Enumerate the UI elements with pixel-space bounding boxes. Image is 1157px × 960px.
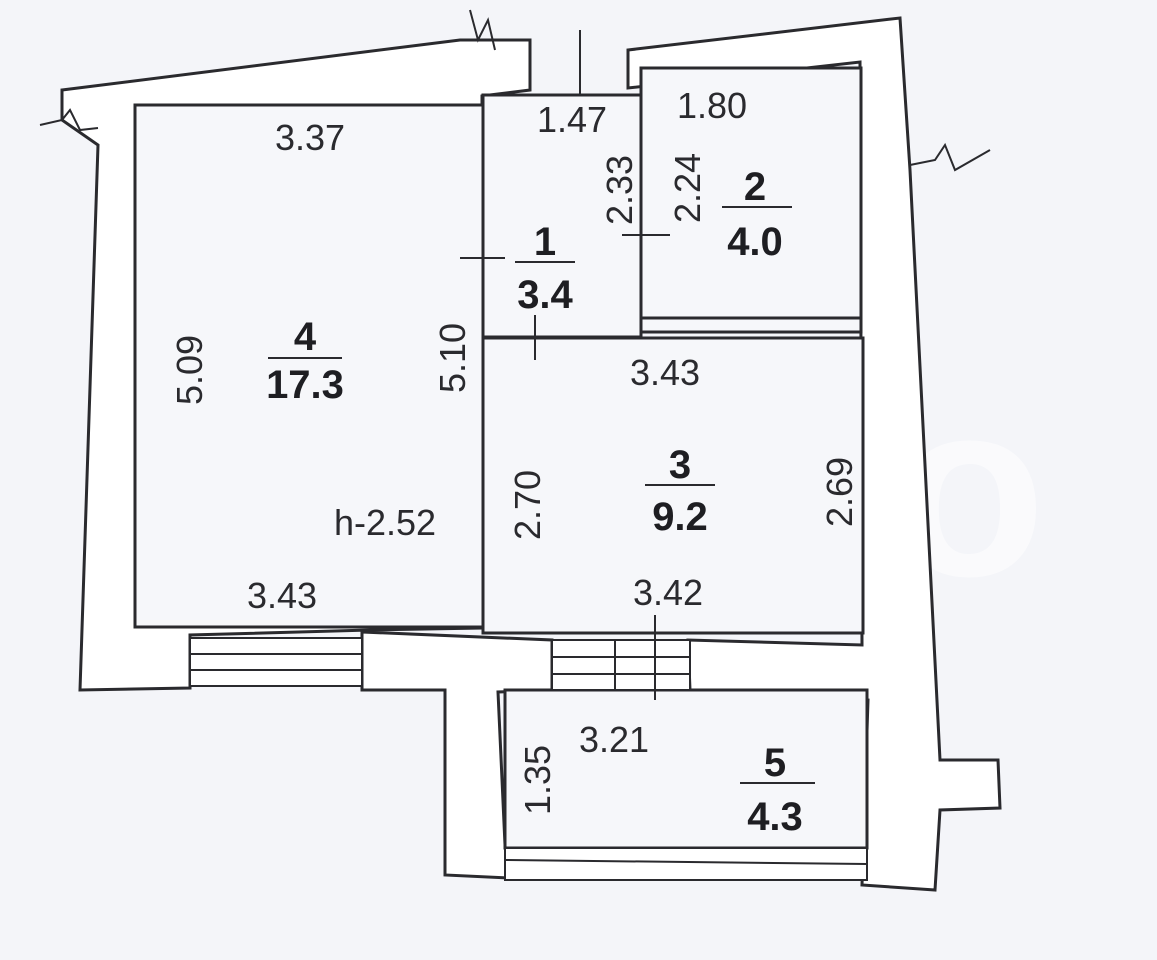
room-3-number: 3 (669, 443, 691, 487)
windows (189, 637, 868, 881)
dim-room5-top: 3.21 (579, 719, 649, 760)
dimension-labels: 3.37 3.43 h-2.52 5.09 5.10 1.47 2.33 1.8… (169, 85, 860, 815)
dim-room5-side: 1.35 (517, 745, 558, 815)
dim-ceiling-height: h-2.52 (334, 502, 436, 543)
room-2-partition (639, 316, 863, 334)
window-room4 (189, 637, 363, 687)
room-2 (639, 66, 863, 325)
dim-room3-top: 3.43 (630, 352, 700, 393)
room-4 (133, 103, 485, 629)
dim-room1-side: 2.33 (599, 155, 640, 225)
dim-room3-bottom: 3.42 (633, 572, 703, 613)
dim-room4-bottom: 3.43 (247, 575, 317, 616)
room-5-area: 4.3 (747, 795, 803, 839)
dim-room4-left: 5.09 (169, 335, 210, 405)
room-4-number: 4 (294, 315, 317, 359)
dim-room2-top: 1.80 (677, 85, 747, 126)
room-2-number: 2 (744, 165, 766, 209)
room-1 (481, 93, 643, 339)
dim-room4-right: 5.10 (432, 323, 473, 393)
room-3-area: 9.2 (652, 495, 708, 539)
dim-room3-right: 2.69 (819, 457, 860, 527)
door-marks (460, 234, 670, 700)
dim-room3-left: 2.70 (507, 470, 548, 540)
room-2-area: 4.0 (727, 220, 783, 264)
dim-room2-side: 2.24 (667, 153, 708, 223)
room-1-number: 1 (534, 220, 556, 264)
dim-room1-top: 1.47 (537, 99, 607, 140)
room-5-number: 5 (764, 741, 786, 785)
dim-room4-top: 3.37 (275, 117, 345, 158)
room-5 (503, 688, 869, 850)
room-labels: 4 17.3 1 3.4 2 4.0 3 9.2 5 4.3 (266, 165, 815, 839)
room-1-area: 3.4 (517, 273, 573, 317)
window-room3 (551, 639, 691, 691)
room-4-area: 17.3 (266, 363, 344, 407)
wall-break-marks (39, 9, 991, 172)
room-3 (481, 336, 865, 635)
